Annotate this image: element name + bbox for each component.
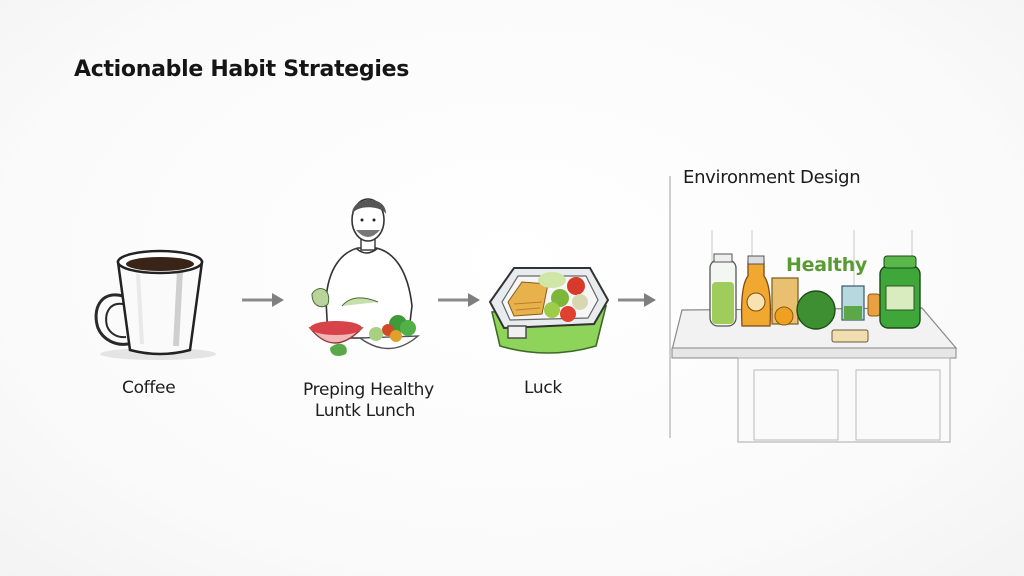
arrow-right-icon [438,293,480,307]
arrow-coffee-to-prep [242,292,286,307]
environment-scene [671,230,962,443]
lunch-box-icon [488,267,610,354]
arrow-right-icon [242,293,284,307]
step-coffee-label: Coffee [122,378,176,398]
step-prep-label-line2: Luntk Lunch [314,401,416,421]
arrow-prep-to-lunchbox [438,292,482,307]
step-prep [298,188,430,363]
step-lunchbox-label: Luck [524,378,562,398]
step-prep-label-line1: Preping Healthy [303,380,434,400]
step-lunchbox [486,262,612,358]
arrow-lunchbox-to-environment [618,292,662,307]
step-coffee [90,240,220,365]
person-preparing-salad-icon [308,198,420,356]
environment-title: Environment Design [683,167,861,188]
environment-divider [669,176,671,438]
step-prep-label: Preping Healthy Luntk Lunch [303,380,434,422]
arrow-right-icon [618,293,656,307]
healthy-tag: Healthy [786,254,868,276]
coffee-mug-icon [94,249,216,360]
page-title: Actionable Habit Strategies [74,57,410,82]
kitchen-counter-with-healthy-foods-icon [671,230,958,443]
